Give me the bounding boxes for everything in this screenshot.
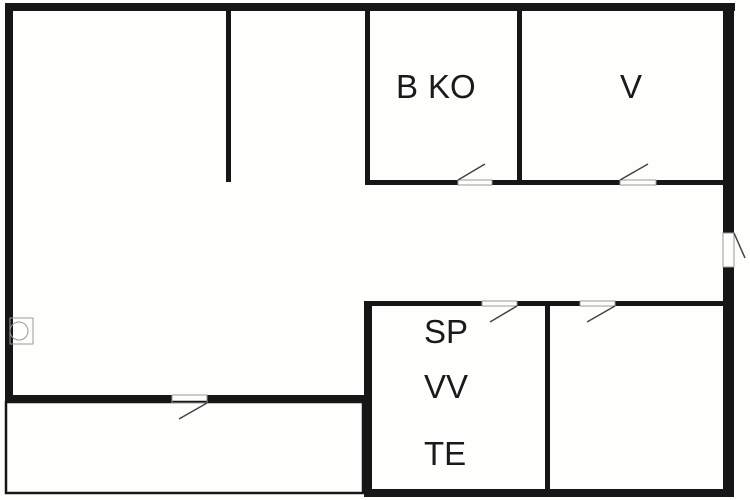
stove-icon (9, 317, 34, 345)
wall-top (5, 3, 735, 11)
room-label-sp: SP (424, 313, 468, 350)
room-label-overlay: B (396, 68, 418, 105)
room-label-vv: VV (424, 368, 468, 405)
wall-right-lower (723, 267, 734, 497)
doors (171, 163, 746, 420)
wall-ko-bottom (365, 180, 458, 185)
wall-balcony-top-a (5, 395, 172, 403)
wall-bath-right (545, 301, 550, 493)
room-label-ko: KO (428, 68, 476, 105)
door-bath-b[interactable] (579, 300, 616, 323)
door-bath-a[interactable] (481, 300, 518, 323)
wall-right-upper (723, 3, 734, 233)
wall-bottom (364, 489, 734, 497)
walls (5, 3, 735, 497)
wall-bath-top-a (365, 301, 482, 306)
door-entrance[interactable] (722, 232, 746, 268)
wall-bath-top-c (615, 301, 725, 306)
wall-left (5, 3, 13, 403)
room-label-te: TE (424, 435, 466, 472)
wall-partition (226, 10, 231, 182)
wall-ko-v-bottom (492, 180, 620, 185)
balcony-outline (4, 400, 365, 495)
room-label-v: V (620, 68, 642, 105)
door-ko[interactable] (457, 163, 493, 186)
wall-balcony-top-b (207, 395, 370, 403)
wall-v-bottom (656, 180, 726, 185)
door-balcony[interactable] (171, 394, 208, 420)
wall-ko-v (517, 10, 522, 185)
wall-ko-left (365, 10, 370, 185)
door-v[interactable] (619, 163, 657, 186)
